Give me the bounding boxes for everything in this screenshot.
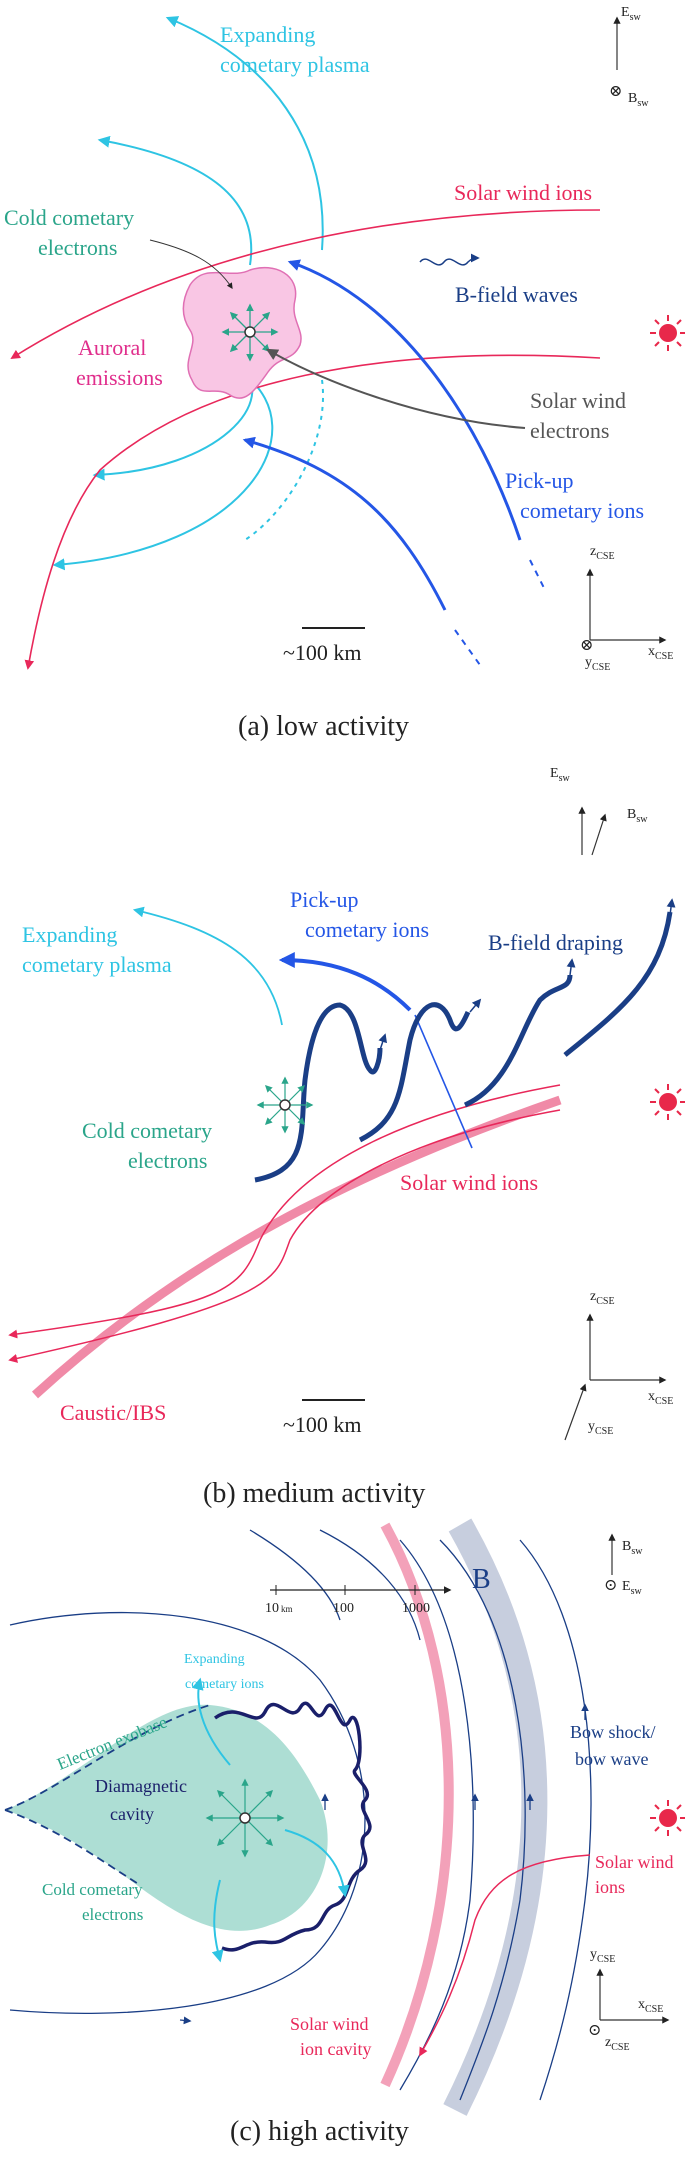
label-expanding-ions: Expanding cometary ions (184, 1652, 264, 1692)
svg-text:zCSE: zCSE (590, 1289, 615, 1307)
svg-text:Esw: Esw (621, 5, 641, 23)
exobase-dashed-edge (4, 1704, 211, 1886)
magnetic-field-lines (9, 1529, 592, 2101)
svg-text:Esw: Esw (550, 766, 570, 784)
svg-text:~100 km: ~100 km (283, 640, 362, 665)
svg-text:Esw: Esw (622, 1579, 642, 1597)
cse-axes-b: zCSE xCSE yCSE (564, 1289, 673, 1441)
label-bfield-draping: B-field draping (488, 930, 623, 955)
field-axes-a: Esw ⊗ Bsw (609, 5, 649, 109)
solar-wind-electron-arrow (265, 348, 526, 429)
cold-electrons-pointer-a (149, 239, 233, 290)
label-solar-wind-ions-b: Solar wind ions (400, 1170, 538, 1195)
label-auroral: Auroral emissions (76, 335, 163, 390)
label-b: B (472, 1564, 491, 1595)
svg-text:~100 km: ~100 km (283, 1412, 362, 1437)
label-ion-cavity: Solar wind ion cavity (290, 2014, 373, 2059)
svg-text:1000: 1000 (402, 1601, 430, 1616)
into-page-symbol: ⊗ (609, 83, 622, 100)
bfield-wave-icon (419, 253, 480, 266)
sun-icon-b (650, 1084, 685, 1120)
svg-text:⊙: ⊙ (604, 1577, 617, 1594)
label-pickup-ions-a: Pick-up cometary ions (505, 468, 644, 523)
cse-axes-a: zCSE xCSE ⊗ yCSE (580, 544, 673, 673)
expanding-plasma-line-b (132, 906, 283, 1026)
svg-text:⊙: ⊙ (588, 2022, 601, 2039)
label-bow-shock: Bow shock/ bow wave (570, 1722, 660, 1769)
svg-text:xCSE: xCSE (648, 1389, 673, 1407)
svg-text:zCSE: zCSE (605, 2035, 630, 2053)
caustic-band (31, 1095, 562, 1399)
diamagnetic-cavity-boundary (213, 1701, 372, 1952)
svg-text:zCSE: zCSE (590, 544, 615, 562)
label-bfield-waves: B-field waves (455, 282, 578, 307)
svg-text:Bsw: Bsw (622, 1539, 643, 1557)
label-expanding-plasma-a: Expanding cometary plasma (220, 22, 370, 77)
svg-text:yCSE: yCSE (585, 655, 610, 673)
cse-axes-c: yCSE xCSE ⊙ zCSE (588, 1947, 670, 2053)
svg-text:100: 100 (333, 1601, 354, 1616)
svg-text:yCSE: yCSE (590, 1947, 615, 1965)
svg-text:xCSE: xCSE (638, 1997, 663, 2015)
svg-text:yCSE: yCSE (588, 1419, 613, 1437)
caption-a: (a) low activity (238, 711, 409, 742)
solar-wind-ion-lines-b (8, 1084, 561, 1363)
label-solar-wind-ions-c: Solar wind ions (595, 1852, 678, 1897)
label-cold-electrons-c: Cold cometary electrons (42, 1880, 147, 1924)
label-diamagnetic: Diamagnetic cavity (95, 1776, 191, 1824)
pickup-ion-tail-b (414, 1014, 473, 1149)
field-axes-c: Bsw ⊙ Esw (604, 1533, 643, 1597)
electron-exobase (5, 1704, 328, 1931)
label-cold-electrons-a: Cold cometary electrons (4, 205, 140, 260)
label-pickup-ions-b: Pick-up cometary ions (290, 887, 429, 942)
label-expanding-plasma-b: Expanding cometary plasma (22, 922, 172, 977)
label-solar-wind-electrons: Solar wind electrons (530, 388, 631, 443)
solar-wind-ion-lines (10, 209, 601, 670)
label-cold-electrons-b: Cold cometary electrons (82, 1118, 218, 1173)
sun-icon-c (650, 1800, 685, 1836)
svg-text:Bsw: Bsw (627, 807, 648, 825)
solar-wind-ion-line-c (419, 1854, 591, 2057)
pickup-ion-lines (242, 259, 546, 666)
label-caustic: Caustic/IBS (60, 1400, 166, 1425)
comet-nucleus-a (221, 303, 279, 362)
svg-text:Bsw: Bsw (628, 91, 649, 109)
ion-cavity-band (380, 1522, 454, 2088)
panel-b: Expanding cometary plasma Pick-up cometa… (8, 766, 685, 1509)
sun-icon (650, 315, 685, 351)
bow-shock-band (443, 1518, 548, 2116)
expanding-ion-arrows (191, 1677, 350, 1963)
panel-a: Expanding cometary plasma Cold cometary … (4, 5, 685, 742)
comet-nucleus-b (256, 1076, 314, 1134)
scale-bar-a: ~100 km (283, 627, 365, 665)
field-axes-b: Esw Bsw (550, 766, 648, 856)
bfield-draping-lines (254, 898, 676, 1183)
label-solar-wind-ions-a: Solar wind ions (454, 180, 592, 205)
pickup-ion-line-b (278, 952, 412, 1012)
auroral-emission-blob (182, 266, 302, 399)
caption-c: (c) high activity (230, 2116, 409, 2147)
svg-text:⊗: ⊗ (580, 637, 593, 654)
comet-nucleus-c (205, 1778, 285, 1858)
caption-b: (b) medium activity (203, 1478, 425, 1509)
svg-text:xCSE: xCSE (648, 644, 673, 662)
scale-bar-b: ~100 km (283, 1399, 365, 1437)
